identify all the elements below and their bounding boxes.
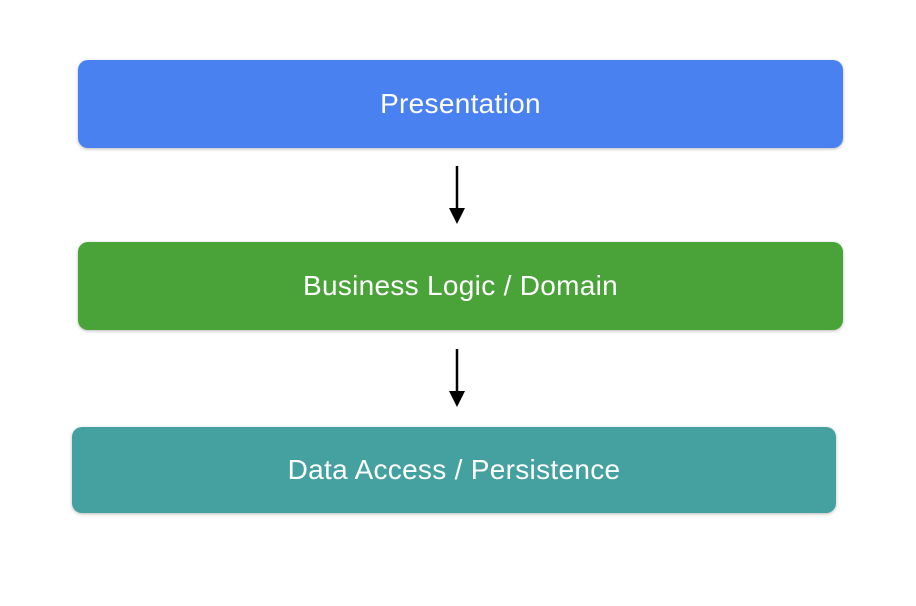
- layer-label-data-access: Data Access / Persistence: [287, 454, 621, 485]
- layer-label-business-logic: Business Logic / Domain: [302, 270, 619, 301]
- layer-node-business-logic: Business Logic / Domain: [78, 242, 843, 330]
- layer-node-data-access: Data Access / Persistence: [72, 427, 836, 513]
- layer-label-presentation: Presentation: [380, 88, 541, 119]
- layer-node-presentation: Presentation: [78, 60, 843, 148]
- down-arrow-connector-1: [447, 166, 467, 224]
- down-arrow-connector-2: [447, 349, 467, 407]
